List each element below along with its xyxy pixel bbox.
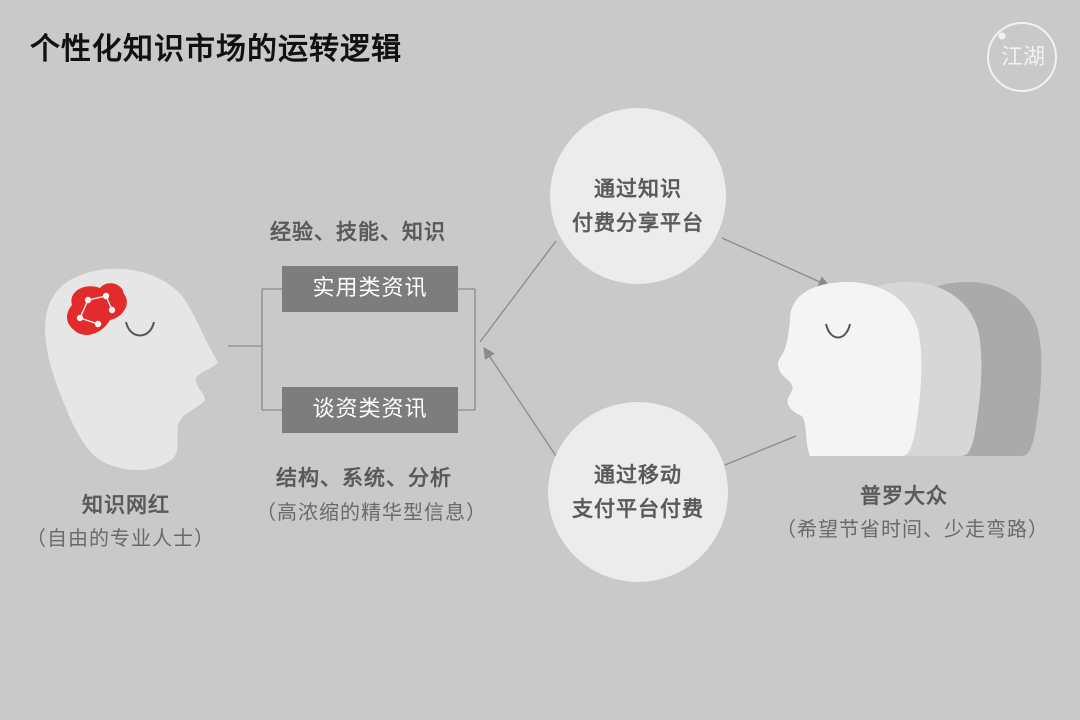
skills-label: 经验、技能、知识 — [270, 220, 446, 244]
platform-top-line2: 付费分享平台 — [572, 211, 704, 235]
arrow-bottom-platform-to-bracket — [483, 347, 557, 457]
platform-bottom-text: 通过移动 支付平台付费 — [550, 458, 726, 526]
creator-head-icon — [45, 268, 219, 471]
flow-arrows — [479, 237, 831, 466]
talk-info-box: 谈资类资讯 — [282, 387, 458, 433]
platform-bottom-line2: 支付平台付费 — [572, 497, 704, 521]
practical-info-box: 实用类资讯 — [282, 266, 458, 312]
platform-bottom-line1: 通过移动 — [594, 463, 682, 487]
analysis-desc: （高浓缩的精华型信息） — [256, 500, 487, 524]
arrow-top-platform-to-public — [721, 237, 831, 288]
public-desc: （希望节省时间、少走弯路） — [776, 517, 1049, 541]
brand-seal-text: 江湖 — [1001, 45, 1045, 70]
brand-seal-icon: 江湖 — [987, 22, 1057, 92]
public-name: 普罗大众 — [860, 484, 948, 508]
platform-top-circle — [550, 108, 726, 284]
arrow-public-to-bottom-platform — [724, 435, 797, 466]
public-head-front — [777, 282, 922, 456]
creator-desc: （自由的专业人士） — [26, 526, 215, 550]
page-title: 个性化知识市场的运转逻辑 — [30, 32, 402, 67]
platform-top-text: 通过知识 付费分享平台 — [550, 172, 726, 240]
creator-connector — [228, 288, 476, 411]
creator-name: 知识网红 — [82, 493, 170, 517]
analysis-label: 结构、系统、分析 — [276, 466, 452, 490]
platform-bottom-circle — [548, 402, 728, 582]
public-heads-icon — [777, 282, 1042, 456]
arrow-to-top-platform — [479, 240, 557, 343]
platform-top-line1: 通过知识 — [594, 177, 682, 201]
